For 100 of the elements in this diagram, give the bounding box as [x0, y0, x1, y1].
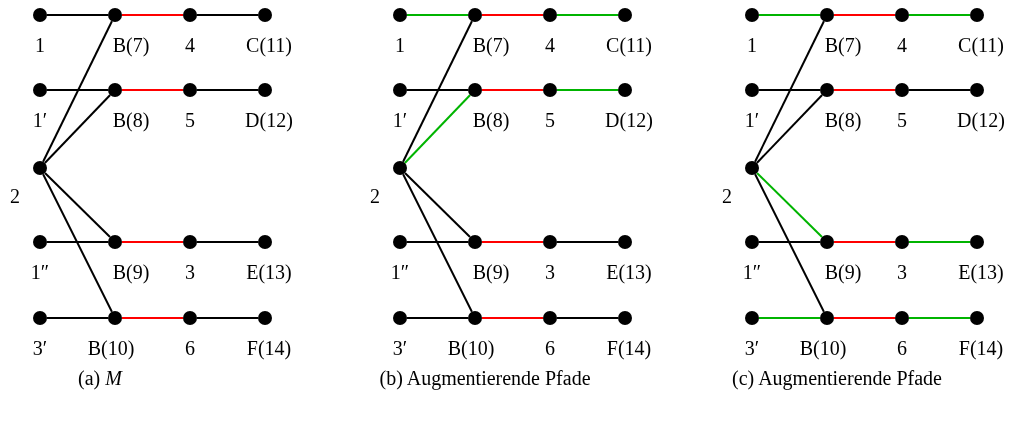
vertex-label: 3 — [185, 262, 195, 282]
vertex-dot — [618, 235, 632, 249]
vertex-dot — [183, 8, 197, 22]
graph-edge — [46, 14, 109, 16]
graph-edge — [833, 317, 896, 319]
vertex-label: D(12) — [605, 110, 653, 130]
vertex-dot — [258, 311, 272, 325]
vertex-label: 2 — [722, 186, 732, 206]
vertex-label: E(13) — [606, 262, 652, 282]
graph-edge — [758, 241, 821, 243]
vertex-dot — [393, 161, 407, 175]
vertex-dot — [108, 235, 122, 249]
vertex-label: 6 — [185, 338, 195, 358]
vertex-dot — [745, 235, 759, 249]
vertex-dot — [745, 83, 759, 97]
graph-edge — [402, 173, 473, 313]
vertex-label: D(12) — [245, 110, 293, 130]
graph-edge — [121, 89, 184, 91]
vertex-dot — [970, 83, 984, 97]
vertex-dot — [618, 311, 632, 325]
vertex-label: 3′ — [32, 338, 48, 358]
graph-edge — [42, 20, 113, 163]
vertex-dot — [895, 83, 909, 97]
graph-edge — [481, 14, 544, 16]
graph-edge — [556, 241, 619, 243]
vertex-dot — [820, 311, 834, 325]
vertex-dot — [108, 311, 122, 325]
graph-edge — [121, 14, 184, 16]
graph-edge — [196, 317, 259, 319]
graph-edge — [46, 241, 109, 243]
vertex-dot — [970, 311, 984, 325]
graph-edge — [406, 317, 469, 319]
vertex-dot — [258, 83, 272, 97]
vertex-label: B(9) — [824, 262, 862, 282]
graph-edge — [755, 94, 824, 164]
graph-edge — [46, 89, 109, 91]
vertex-label: B(8) — [112, 110, 150, 130]
vertex-dot — [33, 161, 47, 175]
graph-edge — [406, 14, 469, 16]
vertex-dot — [618, 8, 632, 22]
vertex-label: B(8) — [472, 110, 510, 130]
vertex-dot — [820, 83, 834, 97]
graph-edge — [196, 241, 259, 243]
vertex-label: 3′ — [392, 338, 408, 358]
vertex-dot — [33, 235, 47, 249]
graph-edge — [758, 14, 821, 16]
vertex-dot — [108, 8, 122, 22]
vertex-label: 1″ — [742, 262, 762, 282]
vertex-label: 3′ — [744, 338, 760, 358]
vertex-label: E(13) — [246, 262, 292, 282]
graph-edge — [481, 241, 544, 243]
vertex-label: B(9) — [112, 262, 150, 282]
graph-edge — [833, 241, 896, 243]
vertex-label: 1″ — [390, 262, 410, 282]
graph-edge — [908, 317, 971, 319]
graph-edge — [833, 89, 896, 91]
vertex-label: 1′ — [392, 110, 408, 130]
graph-edge — [754, 173, 825, 313]
vertex-label: 6 — [545, 338, 555, 358]
graph-edge — [481, 89, 544, 91]
vertex-dot — [183, 235, 197, 249]
vertex-label: D(12) — [957, 110, 1005, 130]
graph-edge — [406, 241, 469, 243]
vertex-dot — [970, 8, 984, 22]
vertex-dot — [745, 161, 759, 175]
vertex-label: 5 — [185, 110, 195, 130]
graph-edge — [556, 89, 619, 91]
vertex-dot — [468, 235, 482, 249]
graph-edge — [758, 317, 821, 319]
vertex-label: 1 — [395, 35, 405, 55]
subfigure-caption: (b) Augmentierende Pfade — [379, 368, 591, 388]
vertex-dot — [543, 8, 557, 22]
vertex-dot — [468, 8, 482, 22]
vertex-dot — [745, 311, 759, 325]
vertex-label: 3 — [545, 262, 555, 282]
graph-edge — [756, 171, 823, 239]
vertex-label: B(9) — [472, 262, 510, 282]
vertex-label: B(7) — [824, 35, 862, 55]
graph-edge — [406, 89, 469, 91]
graph-edge — [42, 173, 113, 313]
vertex-dot — [393, 311, 407, 325]
vertex-dot — [895, 235, 909, 249]
graph-edge — [758, 89, 821, 91]
vertex-dot — [543, 311, 557, 325]
vertex-dot — [618, 83, 632, 97]
vertex-label: 5 — [897, 110, 907, 130]
vertex-label: B(10) — [87, 338, 135, 358]
vertex-label: 2 — [10, 186, 20, 206]
graph-edge — [46, 317, 109, 319]
vertex-dot — [108, 83, 122, 97]
subfigure-caption: (c) Augmentierende Pfade — [732, 368, 942, 388]
vertex-label: B(7) — [112, 35, 150, 55]
vertex-label: F(14) — [246, 338, 292, 358]
vertex-dot — [543, 83, 557, 97]
vertex-label: E(13) — [958, 262, 1004, 282]
vertex-label: C(11) — [606, 35, 652, 55]
vertex-label: 1″ — [30, 262, 50, 282]
graph-edge — [556, 14, 619, 16]
vertex-dot — [33, 8, 47, 22]
vertex-dot — [970, 235, 984, 249]
